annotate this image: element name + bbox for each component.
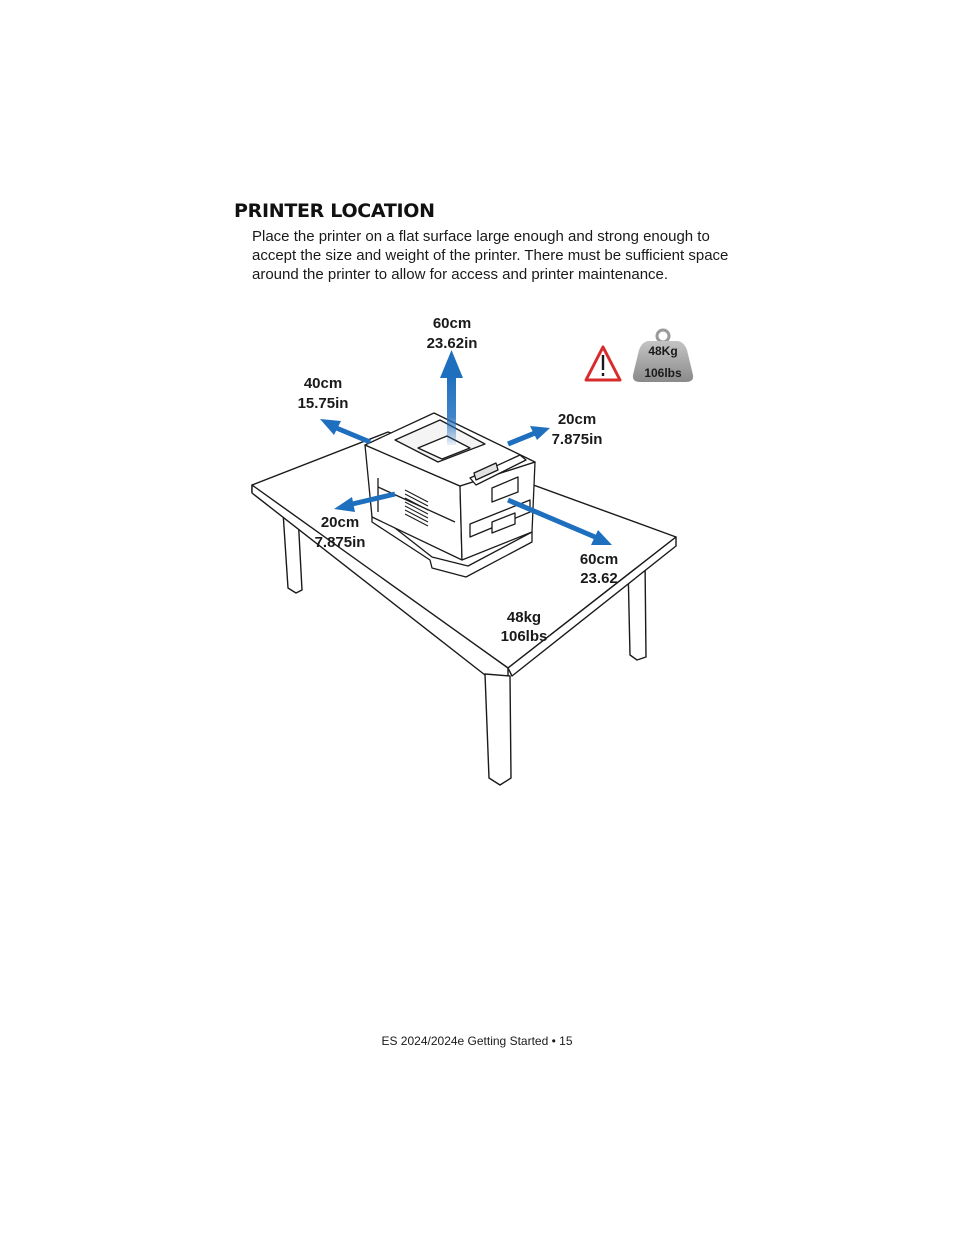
arrow-back-right xyxy=(507,426,550,447)
svg-text:40cm: 40cm xyxy=(304,375,342,392)
svg-text:7.875in: 7.875in xyxy=(552,431,603,448)
svg-text:23.62: 23.62 xyxy=(580,570,618,587)
footer-doc-title: ES 2024/2024e Getting Started xyxy=(381,1034,549,1048)
dim-back-right: 20cm 7.875in xyxy=(552,411,603,448)
svg-text:48Kg: 48Kg xyxy=(648,344,677,358)
svg-text:7.875in: 7.875in xyxy=(315,534,366,551)
svg-text:106lbs: 106lbs xyxy=(501,628,548,645)
weight-on-table: 48kg 106lbs xyxy=(501,609,548,645)
dim-top: 60cm 23.62in xyxy=(427,315,478,352)
page-footer: ES 2024/2024e Getting Started • 15 xyxy=(0,1034,954,1048)
clearance-arrows xyxy=(320,350,612,545)
warning-triangle-icon xyxy=(584,345,622,382)
svg-text:20cm: 20cm xyxy=(558,411,596,428)
svg-text:15.75in: 15.75in xyxy=(298,395,349,412)
section-heading: PRINTER LOCATION xyxy=(234,200,435,222)
footer-bullet: • xyxy=(551,1034,556,1048)
printer xyxy=(364,412,536,578)
arrow-up xyxy=(440,350,463,445)
footer-page-number: 15 xyxy=(559,1034,573,1048)
weight-icon: 48Kg 106lbs xyxy=(632,328,694,382)
svg-text:23.62in: 23.62in xyxy=(427,335,478,352)
svg-text:48kg: 48kg xyxy=(507,609,541,626)
dim-front-right: 60cm 23.62 xyxy=(580,551,618,587)
section-body: Place the printer on a flat surface larg… xyxy=(252,228,729,283)
svg-text:60cm: 60cm xyxy=(433,315,471,332)
arrow-back-left xyxy=(320,419,371,445)
arrow-front-left xyxy=(334,491,396,512)
arrow-front-right xyxy=(507,497,612,545)
dim-back-left: 40cm 15.75in xyxy=(298,375,349,412)
svg-text:20cm: 20cm xyxy=(321,514,359,531)
svg-text:60cm: 60cm xyxy=(580,551,618,568)
dim-front-left: 20cm 7.875in xyxy=(315,514,366,551)
svg-text:106lbs: 106lbs xyxy=(644,366,682,380)
